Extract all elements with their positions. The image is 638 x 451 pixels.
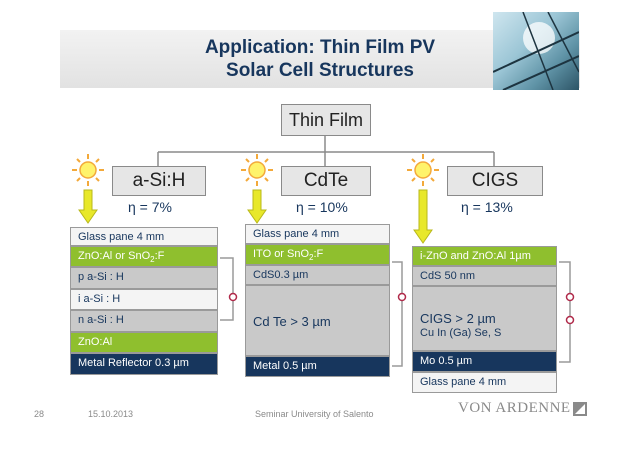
layer-ito-or-sno2: ITO or SnO2:F (245, 244, 390, 265)
footer-event: Seminar University of Salento (255, 409, 374, 419)
efficiency-cigs: η = 13% (461, 199, 513, 215)
sun-icon (72, 154, 104, 186)
layer-zno-al-or-sno2: ZnO:Al or SnO2:F (70, 246, 218, 267)
cigs-composition: Cu In (Ga) Se, S (420, 327, 502, 339)
solar-panel-photo (493, 12, 579, 90)
layer-zno: i-ZnO and ZnO:Al 1µm (412, 246, 557, 266)
light-arrow-icon (247, 189, 267, 224)
layer-p-a-si: p a-Si : H (70, 267, 218, 289)
title-line-1: Application: Thin Film PV (204, 37, 436, 58)
layer-i-a-si: i a-Si : H (70, 289, 218, 310)
efficiency-a-si-h: η = 7% (128, 199, 172, 215)
layer-metal: Metal 0.5 µm (245, 356, 390, 377)
footer-date: 15.10.2013 (88, 409, 134, 419)
title-line-2: Solar Cell Structures (226, 60, 414, 81)
logo-mark-icon (573, 402, 587, 416)
layer-metal-reflector: Metal Reflector 0.3 µm (70, 353, 218, 375)
efficiency-cdte: η = 10% (296, 199, 348, 215)
layer-glass-pane: Glass pane 4 mm (245, 224, 390, 244)
layer-cds: CdS 50 nm (412, 266, 557, 286)
von-ardenne-logo: VON ARDENNE (458, 400, 571, 416)
layer-glass-pane: Glass pane 4 mm (412, 372, 557, 393)
layer-cdte: Cd Te > 3 µm (245, 285, 390, 356)
layer-glass-pane: Glass pane 4 mm (70, 227, 218, 246)
category-a-si-h: a-Si:H (112, 166, 206, 196)
light-arrow-icon (78, 189, 98, 224)
solar-panel-image (493, 12, 579, 90)
category-cigs: CIGS (447, 166, 543, 196)
layer-n-a-si: n a-Si : H (70, 310, 218, 332)
layer-cds: CdS0.3 µm (245, 265, 390, 285)
light-arrow-icon (413, 189, 433, 244)
thin-film-root: Thin Film (281, 104, 371, 136)
layer-cigs: CIGS > 2 µm Cu In (Ga) Se, S (412, 286, 557, 351)
cigs-label: CIGS > 2 µm (420, 311, 496, 326)
slide-title: Application: Thin Film PV Solar Cell Str… (185, 36, 455, 82)
layer-zno-al: ZnO:Al (70, 332, 218, 353)
sun-icon (407, 154, 439, 186)
layer-mo: Mo 0.5 µm (412, 351, 557, 372)
page-number: 28 (34, 409, 45, 419)
category-cdte: CdTe (281, 166, 371, 196)
sun-icon (241, 154, 273, 186)
